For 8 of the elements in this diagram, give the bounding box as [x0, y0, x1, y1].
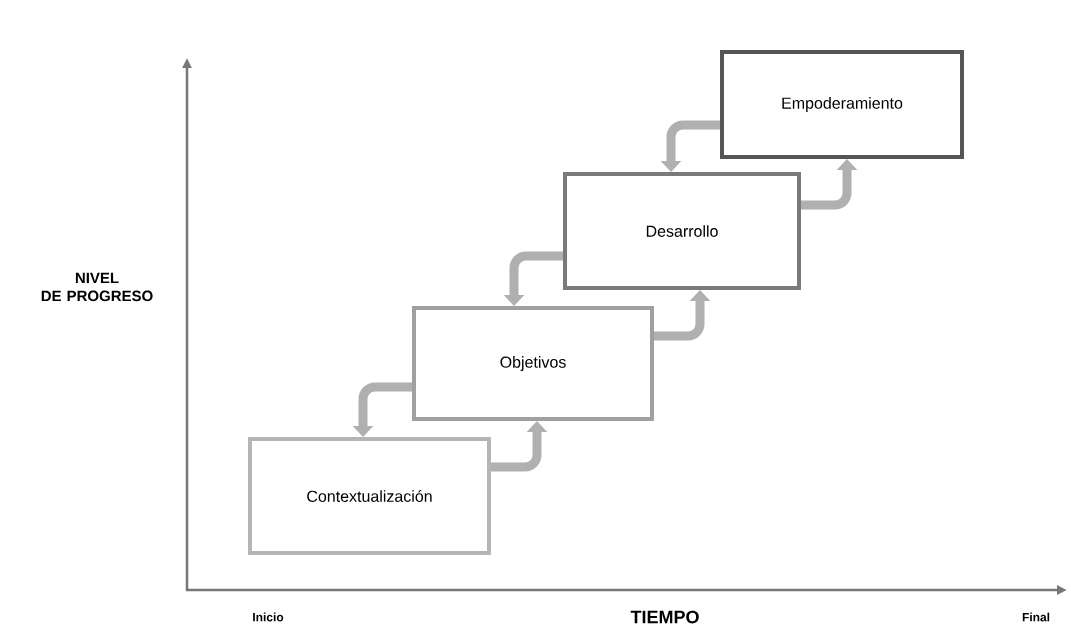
axis-end-label: Inicio	[253, 612, 284, 622]
axis-end-label: Final	[1022, 612, 1050, 622]
stage-box: Empoderamiento	[720, 50, 964, 159]
stage-box: Desarrollo	[563, 172, 801, 290]
axis-title: TIEMPO	[630, 610, 699, 624]
axis-title: NIVEL DE PROGRESO	[41, 272, 153, 302]
stage-box: Contextualización	[248, 437, 491, 555]
stage-box: Objetivos	[412, 306, 654, 421]
